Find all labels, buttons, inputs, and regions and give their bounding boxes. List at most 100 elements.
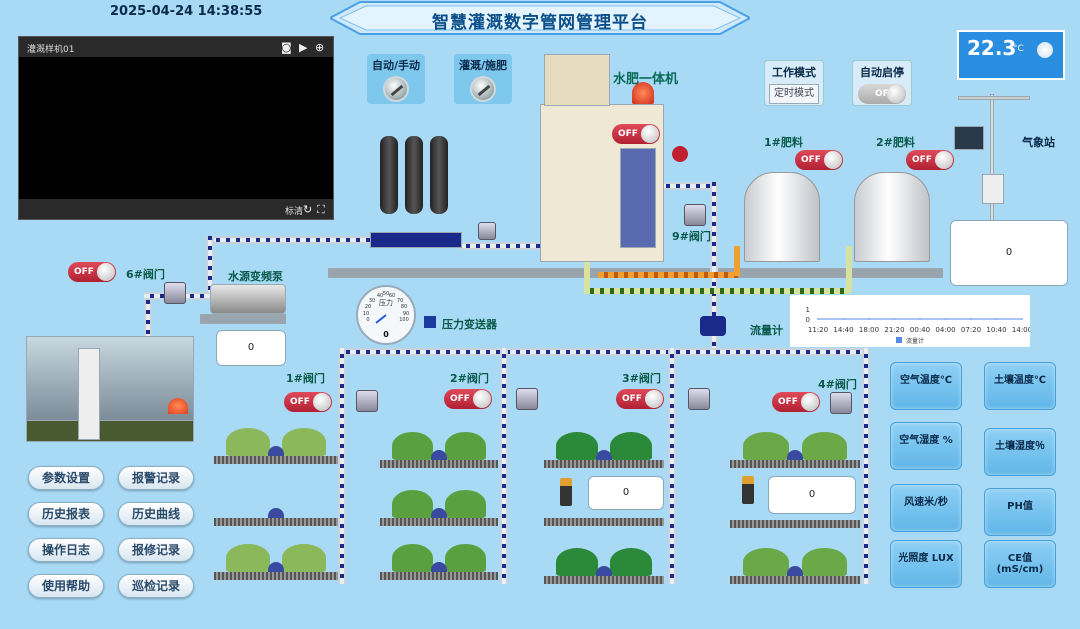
planting-row xyxy=(730,520,860,528)
valve4-off-toggle[interactable]: OFF xyxy=(772,392,820,412)
help-button[interactable]: 使用帮助 xyxy=(28,574,104,598)
zoom-icon[interactable]: ⊕ xyxy=(315,41,325,54)
valve4-label: 4#阀门 xyxy=(818,378,857,391)
plant-icon xyxy=(743,432,789,460)
auto-manual-switch[interactable]: 自动/手动 xyxy=(367,54,425,104)
record-icon[interactable]: ▶ xyxy=(299,41,308,54)
plant-icon xyxy=(444,490,487,518)
chart-point xyxy=(995,318,998,320)
well-divider xyxy=(78,348,100,440)
pump-value-box: 0 xyxy=(216,330,286,366)
gauge-tick-label: 30 xyxy=(369,298,375,304)
plant-icon xyxy=(801,432,847,460)
sprinkler-icon xyxy=(431,450,447,460)
planting-row xyxy=(730,576,860,584)
auto-manual-knob-icon[interactable] xyxy=(383,76,409,102)
plant-icon xyxy=(556,548,598,576)
valve9-label: 9#阀门 xyxy=(672,230,711,243)
planting-row xyxy=(544,576,664,584)
plant-icon xyxy=(444,432,487,460)
fertilizer-tank-1 xyxy=(744,172,820,262)
plant-icon xyxy=(282,428,326,456)
work-mode-select[interactable]: 定时模式 xyxy=(769,84,819,104)
valve6-label: 6#阀门 xyxy=(126,268,165,281)
operation-log-button[interactable]: 操作日志 xyxy=(28,538,104,562)
filter-1 xyxy=(380,136,398,214)
valve4-icon[interactable] xyxy=(830,392,852,414)
param-settings-button[interactable]: 参数设置 xyxy=(28,466,104,490)
refresh-icon[interactable]: ↻ xyxy=(303,203,313,216)
fertilizer-pipe-green xyxy=(584,288,850,294)
history-curve-button[interactable]: 历史曲线 xyxy=(118,502,194,526)
snapshot-icon[interactable]: ◙ xyxy=(281,41,292,54)
repair-records-button[interactable]: 报修记录 xyxy=(118,538,194,562)
well-sediment xyxy=(26,420,194,442)
gauge-tick-label: 100 xyxy=(399,317,409,323)
chart-point xyxy=(817,318,819,320)
air-temperature-card[interactable]: 空气温度℃ xyxy=(890,362,962,410)
valve3-icon[interactable] xyxy=(688,388,710,410)
gauge-tick-label: 10 xyxy=(363,311,369,317)
valve2-label: 2#阀门 xyxy=(450,372,489,385)
quality-label[interactable]: 标清 xyxy=(285,207,304,217)
gauge-tick-label: 50 xyxy=(383,291,389,297)
well-alarm-icon xyxy=(168,398,188,414)
fertilizer-tank-2 xyxy=(854,172,930,262)
plant-icon xyxy=(282,544,326,572)
pipe-inlet-vertical xyxy=(206,236,214,296)
wind-speed-card[interactable]: 风速米/秒 xyxy=(890,484,962,532)
planting-row xyxy=(214,518,338,526)
pressure-gauge-red-icon xyxy=(672,146,688,162)
history-report-button[interactable]: 历史报表 xyxy=(28,502,104,526)
valve2-off-toggle[interactable]: OFF xyxy=(444,389,492,409)
pipe-main-down xyxy=(710,182,718,352)
valve1-icon[interactable] xyxy=(356,390,378,412)
fert1-off-toggle[interactable]: OFF xyxy=(795,150,843,170)
conductivity-card[interactable]: CE值(mS/cm) xyxy=(984,540,1056,588)
valve3-off-toggle[interactable]: OFF xyxy=(616,389,664,409)
planting-row xyxy=(544,460,664,468)
chart-xtick-label: 21:20 xyxy=(884,326,904,334)
pump-label: 水源变频泵 xyxy=(228,270,283,283)
field4-value-box: 0 xyxy=(768,476,856,514)
sprinkler-icon xyxy=(431,508,447,518)
sprinkler-icon xyxy=(787,450,803,460)
ph-card[interactable]: PH值 xyxy=(984,488,1056,536)
gauge-tick-label: 70 xyxy=(397,298,403,304)
chart-xtick-label: 18:00 xyxy=(859,326,879,334)
fert2-label: 2#肥料 xyxy=(876,136,915,149)
sprinkler-icon xyxy=(431,562,447,572)
alarm-records-button[interactable]: 报警记录 xyxy=(118,466,194,490)
valve6-icon[interactable] xyxy=(164,282,186,304)
weather-sun-icon xyxy=(1037,42,1053,58)
machine-off-toggle[interactable]: OFF xyxy=(612,124,660,144)
valve2-icon[interactable] xyxy=(516,388,538,410)
pipe-inlet-top xyxy=(210,236,370,244)
datetime-display: 2025-04-24 14:38:55 xyxy=(110,4,263,19)
auto-start-stop-toggle[interactable]: OFF xyxy=(858,84,906,104)
planting-row xyxy=(214,572,338,580)
air-humidity-card[interactable]: 空气湿度 % xyxy=(890,422,962,470)
fert2-off-toggle[interactable]: OFF xyxy=(906,150,954,170)
soil-humidity-card[interactable]: 土壤湿度％ xyxy=(984,428,1056,476)
inlet-valve-icon[interactable] xyxy=(478,222,496,240)
valve1-off-toggle[interactable]: OFF xyxy=(284,392,332,412)
chart-legend-label: 流量计 xyxy=(906,337,924,345)
inspection-records-button[interactable]: 巡检记录 xyxy=(118,574,194,598)
field3-value-box: 0 xyxy=(588,476,664,510)
soil-sensor-4-icon xyxy=(742,476,754,504)
camera-video-panel[interactable]: 灌溉样机01 ◙ ▶ ⊕ 标清 ↻ ⛶ xyxy=(18,36,334,220)
valve9-icon[interactable] xyxy=(684,204,706,226)
irrigate-fertilize-knob-icon[interactable] xyxy=(470,76,496,102)
video-toolbar: 标清 ↻ ⛶ xyxy=(19,199,333,219)
temperature-display: 22.3 °C xyxy=(957,30,1065,80)
soil-temperature-card[interactable]: 土壤温度℃ xyxy=(984,362,1056,410)
fullscreen-icon[interactable]: ⛶ xyxy=(317,203,325,216)
flowmeter-label: 流量计 xyxy=(750,324,783,337)
illuminance-card[interactable]: 光照度 LUX xyxy=(890,540,962,588)
sprinkler-icon xyxy=(268,562,284,572)
pipe-to-machine xyxy=(460,242,544,250)
plant-icon xyxy=(743,548,789,576)
irrigate-fertilize-switch[interactable]: 灌溉/施肥 xyxy=(454,54,512,104)
valve6-off-toggle[interactable]: OFF xyxy=(68,262,116,282)
